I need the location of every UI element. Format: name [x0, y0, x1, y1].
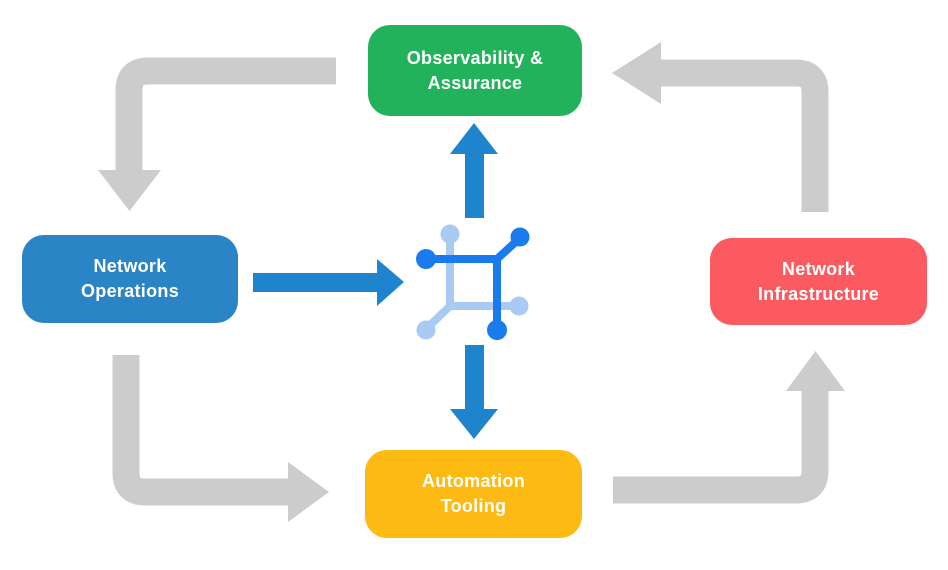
- arrow-shaft: [115, 57, 336, 171]
- arrow-operations-to-automation: [112, 355, 329, 522]
- arrow-observability-to-operations: [98, 57, 336, 211]
- arrow-shaft: [465, 151, 484, 218]
- network-node-top: [440, 224, 460, 244]
- network-node-right: [509, 296, 529, 316]
- arrow-center-to-automation: [450, 345, 498, 439]
- arrow-head-up-icon: [450, 123, 498, 154]
- box-network-infrastructure: Network Infrastructure: [710, 238, 927, 325]
- network-mesh-icon: [416, 224, 530, 340]
- box-observability-assurance: Observability & Assurance: [368, 25, 582, 116]
- box-operations-label: Network Operations: [80, 256, 180, 301]
- arrow-head-left-icon: [612, 42, 661, 104]
- arrow-head-right-icon: [377, 259, 404, 306]
- network-node-bottom: [487, 320, 507, 340]
- arrow-infrastructure-to-observability: [612, 42, 829, 212]
- box-infrastructure-label: Network Infrastructure: [757, 258, 880, 304]
- network-node-bottom-left: [416, 320, 436, 340]
- box-automation-label: Automation Tooling: [422, 471, 525, 516]
- box-network-operations: Network Operations: [22, 235, 238, 323]
- arrow-shaft: [660, 59, 829, 212]
- arrow-head-down-icon: [450, 409, 498, 439]
- arrow-operations-to-center: [253, 259, 404, 306]
- arrow-shaft: [112, 355, 290, 506]
- arrow-center-to-observability: [450, 123, 498, 218]
- arrow-head-up-icon: [786, 351, 845, 391]
- arrow-shaft: [253, 273, 378, 292]
- arrow-automation-to-infrastructure: [613, 351, 845, 504]
- arrow-head-down-icon: [98, 170, 161, 211]
- network-node-left: [416, 249, 436, 269]
- box-automation-tooling: Automation Tooling: [365, 450, 582, 538]
- network-node-top-right: [510, 227, 530, 247]
- arrow-shaft: [465, 345, 484, 411]
- arrow-head-right-icon: [288, 462, 329, 522]
- arrow-shaft: [613, 390, 829, 504]
- box-observability-label: Observability & Assurance: [406, 47, 544, 93]
